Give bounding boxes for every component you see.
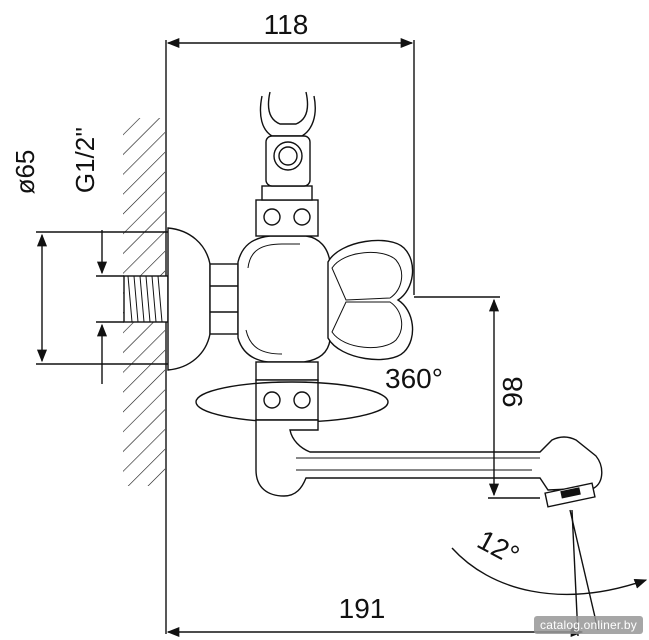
lever-handle <box>327 239 414 361</box>
shower-holder <box>259 91 316 137</box>
extension-line-outlet-angled <box>569 509 599 631</box>
dimension-label-total-length: 191 <box>339 593 386 624</box>
wall-flange <box>167 227 211 371</box>
dimension-label-rotation: 360° <box>385 363 443 394</box>
dimension-label-angle: 12° <box>472 524 524 571</box>
angle-arc <box>451 547 648 596</box>
dimension-label-diameter: ø65 <box>10 150 40 195</box>
hex-nut <box>209 263 239 335</box>
upper-collar <box>255 199 319 237</box>
watermark: catalog.onliner.by <box>534 616 643 634</box>
dimension-label-top-width: 118 <box>264 9 309 40</box>
thread-lines <box>127 275 163 323</box>
dimension-label-thread: G1/2'' <box>70 127 100 193</box>
lower-collar <box>255 361 319 381</box>
dimension-label-height: 98 <box>497 376 528 407</box>
extension-line-outlet-vertical <box>571 509 579 637</box>
